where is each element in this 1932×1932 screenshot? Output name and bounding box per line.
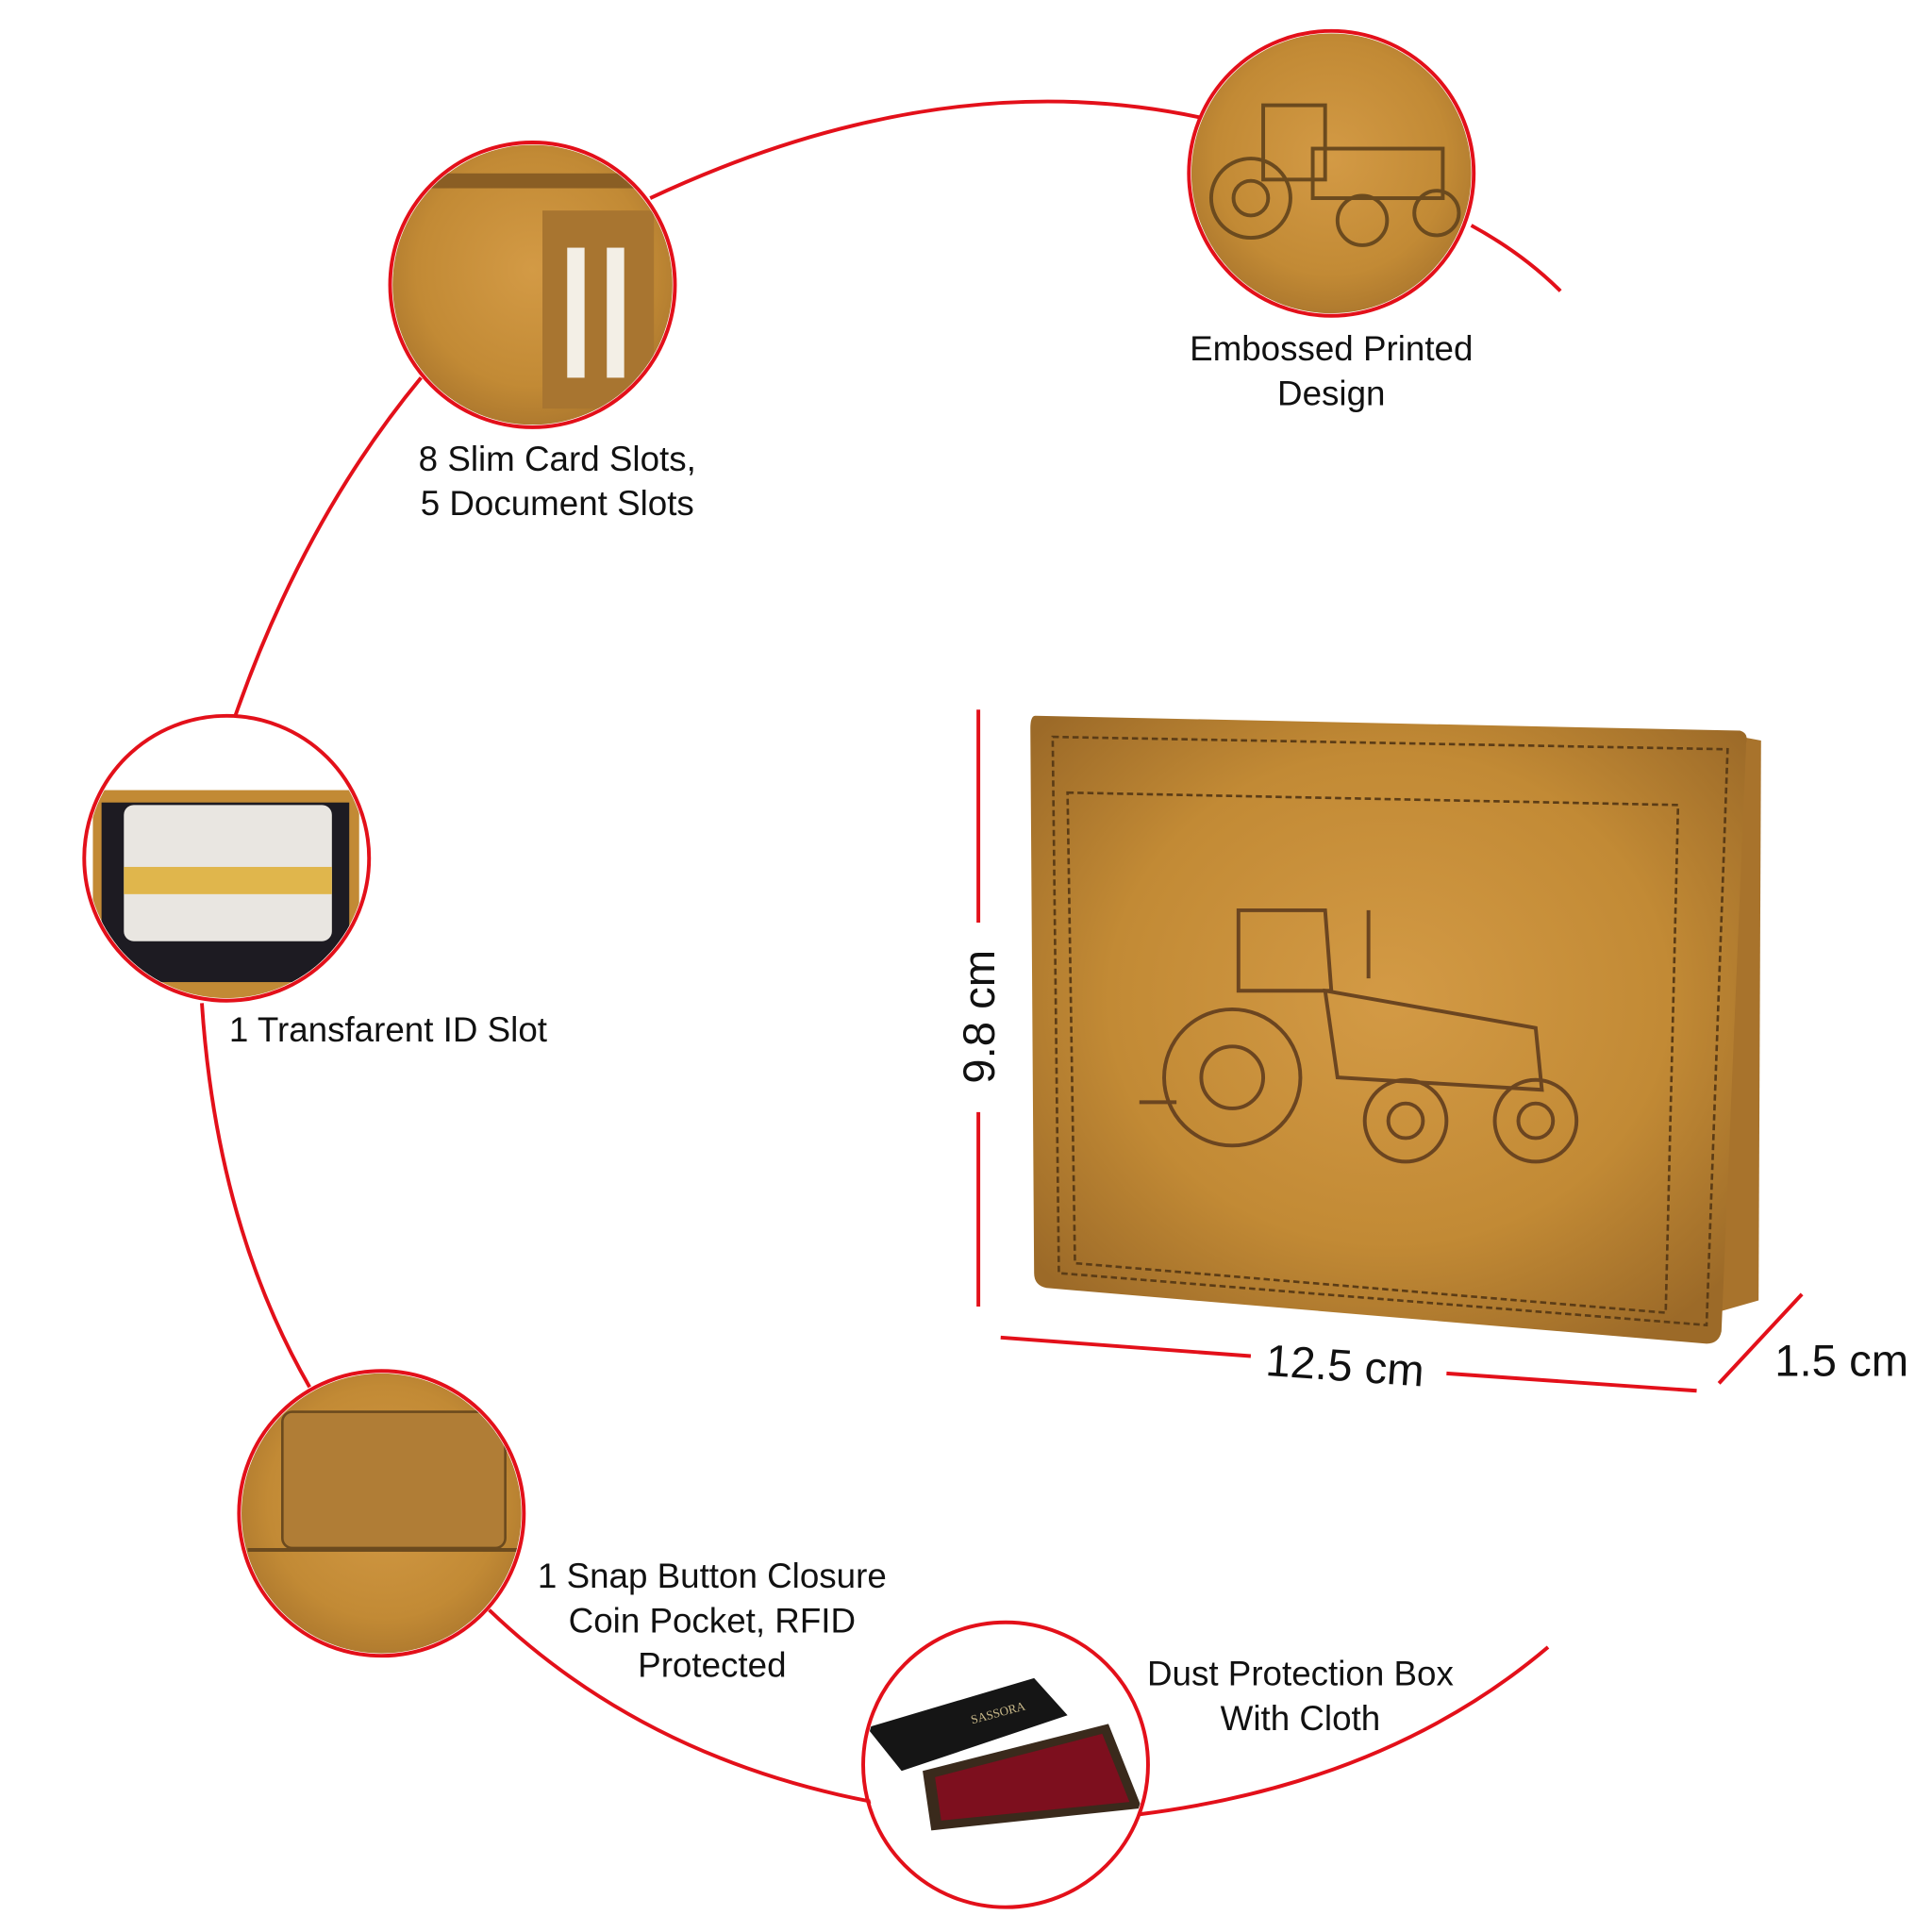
feature-label-card-slots: 8 Slim Card Slots, 5 Document Slots: [372, 437, 743, 526]
label-line: Design: [1277, 374, 1386, 413]
gift-box-image: SASSORA: [861, 1620, 1150, 1909]
label-line: 8 Slim Card Slots,: [418, 440, 696, 478]
coin-pocket-image: [237, 1369, 526, 1658]
card-slots-image: [388, 141, 677, 429]
connector-arcs: [200, 99, 1562, 1817]
label-line: Protected: [638, 1645, 787, 1685]
label-line: With Cloth: [1220, 1699, 1381, 1738]
label-line: Dust Protection Box: [1147, 1654, 1454, 1693]
dimension-lines: [976, 709, 1804, 1393]
feature-label-id-slot: 1 Transfarent ID Slot: [229, 1008, 547, 1053]
label-line: 5 Document Slots: [420, 484, 694, 524]
label-line: 1 Snap Button Closure: [537, 1557, 887, 1595]
tractor-emboss: [1139, 908, 1579, 1164]
height-dimension: 9.8 cm: [953, 949, 1005, 1084]
feature-label-box: Dust Protection Box With Cloth: [1115, 1652, 1487, 1741]
embossed-design-image: [1187, 28, 1476, 318]
id-slot-image: [82, 713, 372, 1003]
depth-dimension: 1.5 cm: [1774, 1335, 1909, 1387]
label-line: Coin Pocket, RFID: [568, 1601, 857, 1641]
label-line: 1 Transfarent ID Slot: [228, 1010, 547, 1049]
feature-label-coin-pocket: 1 Snap Button Closure Coin Pocket, RFID …: [495, 1555, 928, 1689]
label-line: Embossed Printed: [1190, 329, 1474, 368]
feature-label-embossed: Embossed Printed Design: [1145, 327, 1517, 417]
wallet-image: [1030, 715, 1761, 1344]
width-dimension: 12.5 cm: [1264, 1334, 1426, 1397]
